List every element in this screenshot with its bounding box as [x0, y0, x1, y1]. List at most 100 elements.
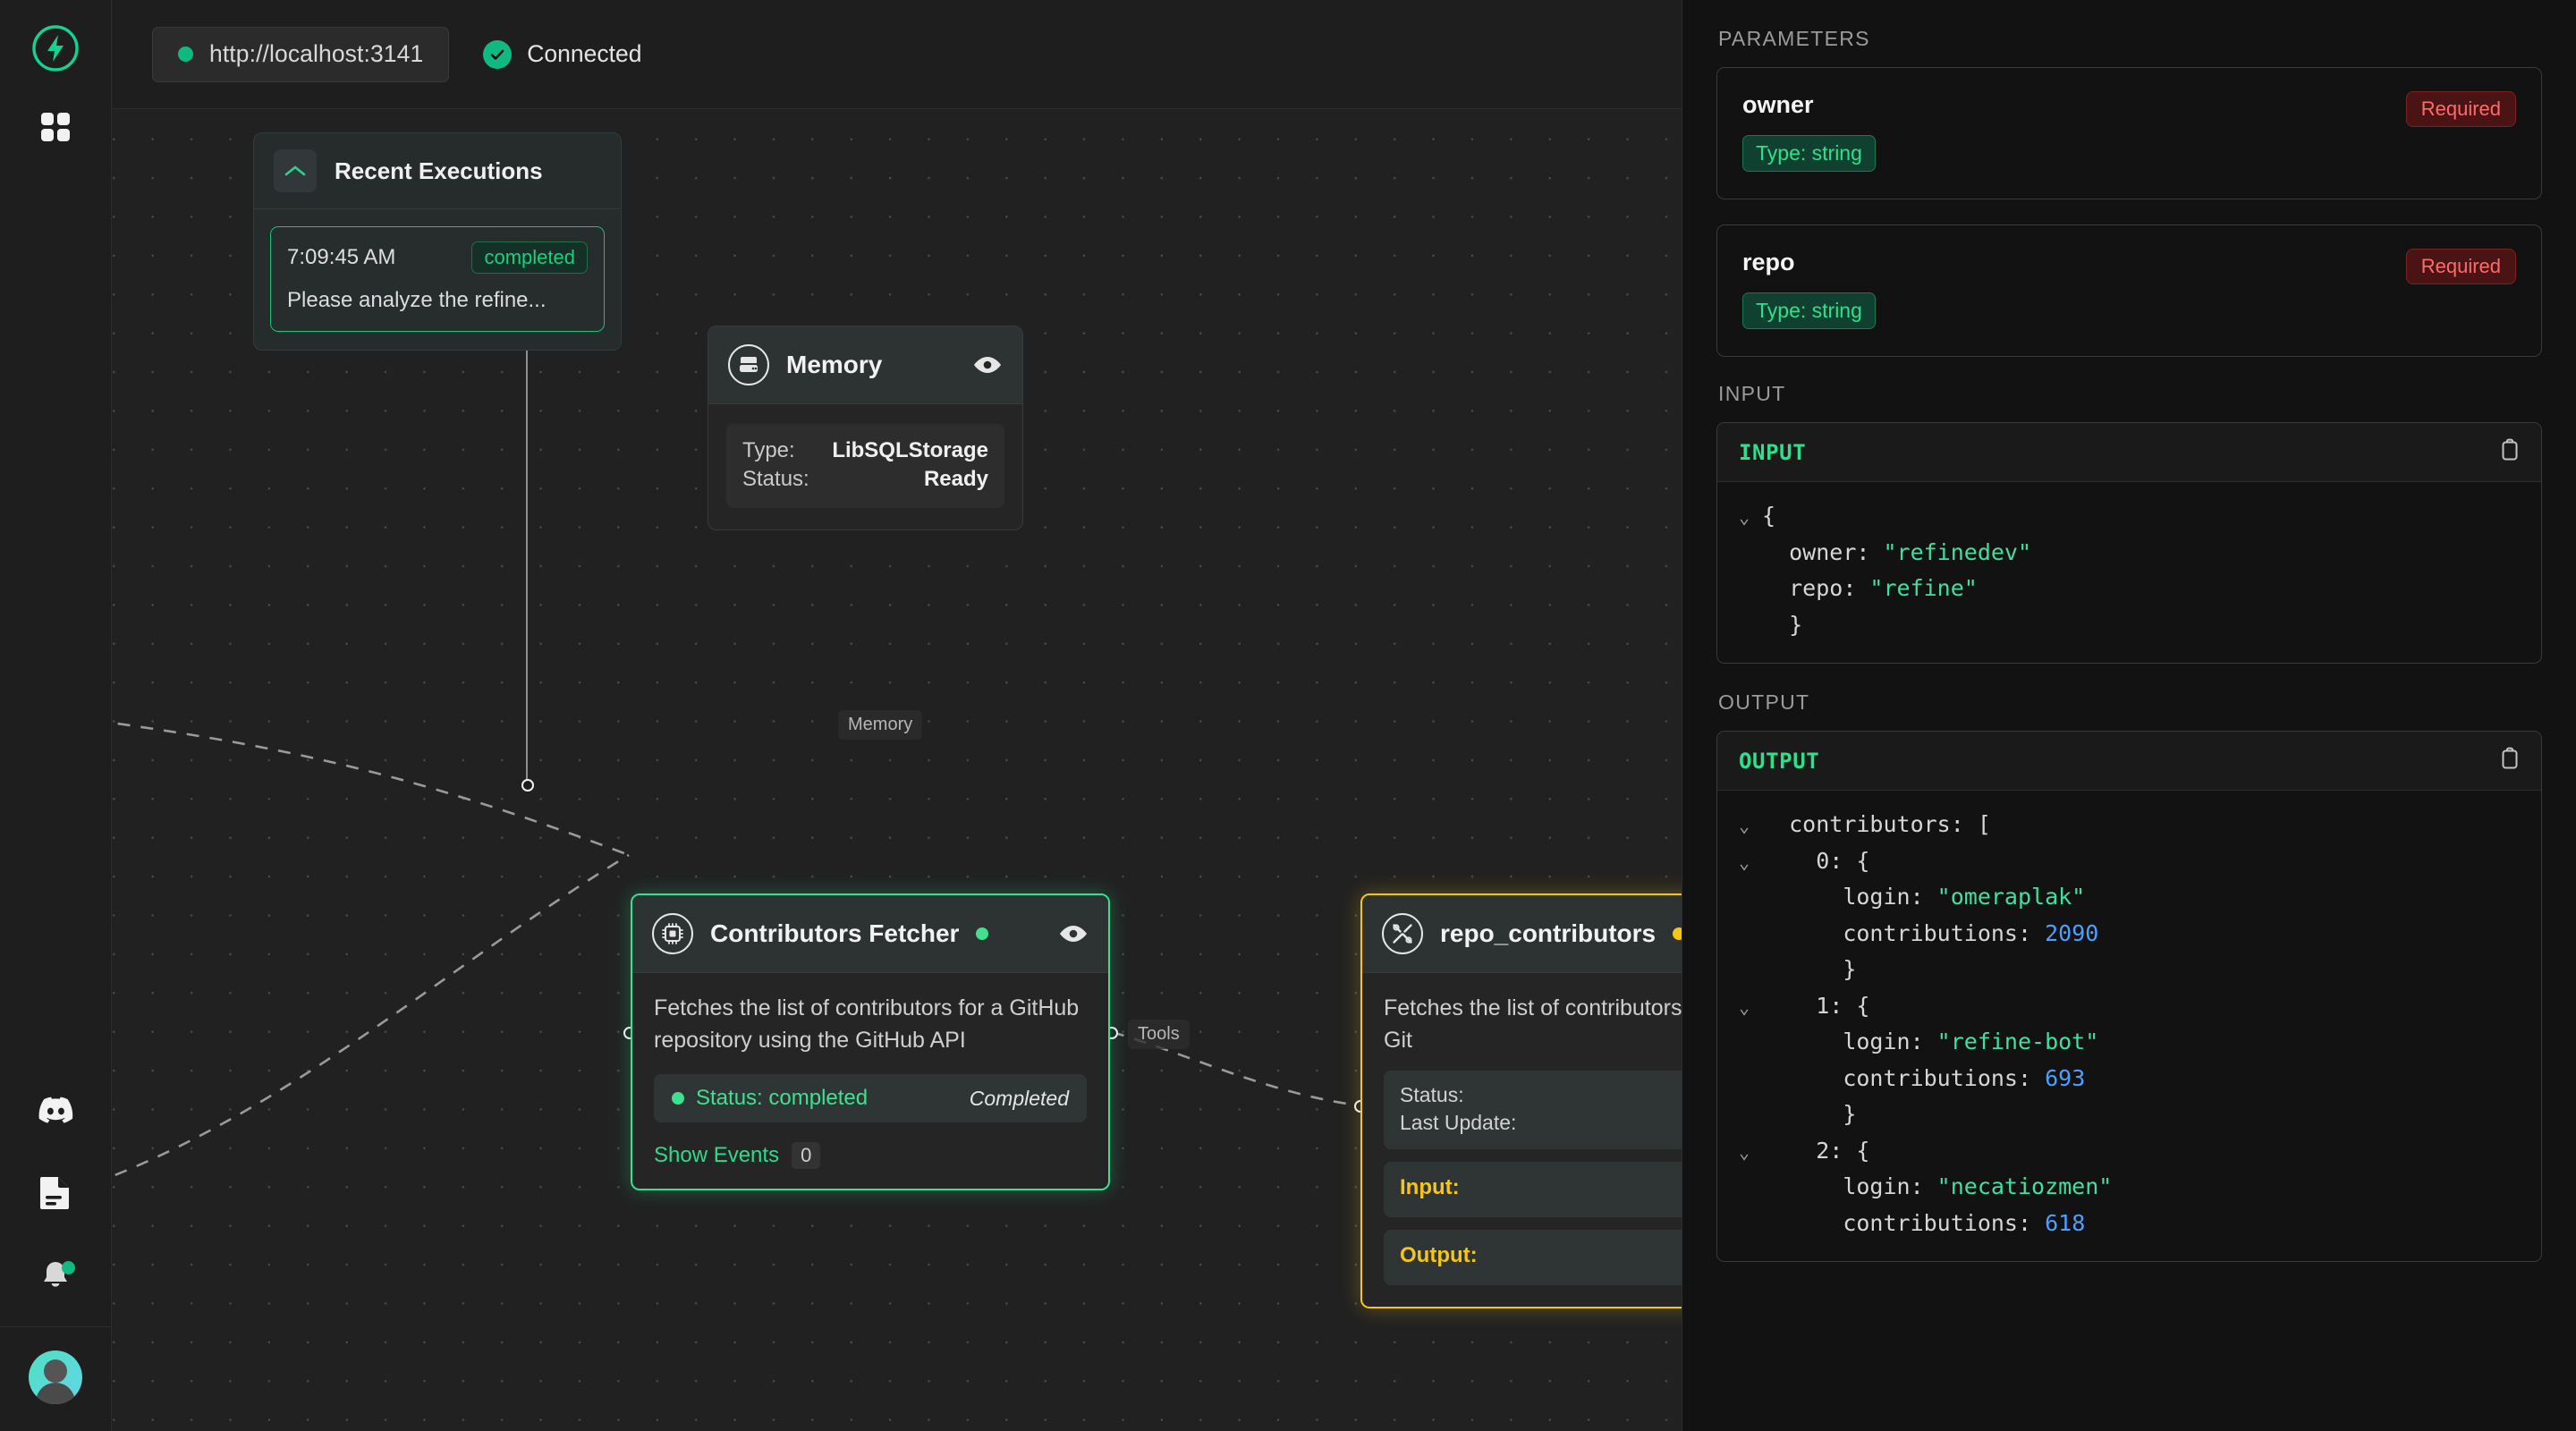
sidebar-item-discord[interactable] — [27, 1081, 84, 1139]
json-value: "omeraplak" — [1936, 884, 2086, 910]
node-tool-row-status: Status: — [1400, 1081, 1682, 1109]
json-line: contributions: 2090 — [1739, 916, 2520, 953]
output-json-block: OUTPUT ⌄ contributors: [⌄ 0: { login: "o… — [1716, 731, 2542, 1262]
json-line: owner: "refinedev" — [1739, 535, 2520, 572]
green-dot-icon — [178, 47, 193, 62]
discord-icon — [37, 1089, 74, 1131]
node-memory-properties: Type: LibSQLStorage Status: Ready — [726, 424, 1004, 508]
check-circle-icon — [483, 39, 513, 69]
json-value: "refine-bot" — [1936, 1029, 2099, 1054]
handle-fetcher-top[interactable] — [521, 779, 534, 792]
node-fetcher-status-strip: Status: completed Completed — [654, 1074, 1087, 1122]
execution-row-top: 7:09:45 AM completed — [287, 241, 588, 274]
rail-divider — [0, 1326, 111, 1327]
json-indent — [1762, 1133, 1816, 1170]
parameter-card-repo: repo Required Type: string — [1716, 224, 2542, 357]
node-memory[interactable]: Memory Type: LibSQLStorage — [708, 326, 1023, 530]
json-indent — [1762, 952, 1843, 988]
json-key: contributions: — [1843, 1209, 2046, 1236]
json-line: } — [1739, 952, 2520, 988]
json-key: login: — [1843, 884, 1937, 910]
show-events-count: 0 — [792, 1142, 821, 1169]
node-tool-body: Fetches the list of contributors for a G… — [1362, 973, 1682, 1307]
user-avatar[interactable] — [29, 1351, 82, 1404]
memory-status-key: Status: — [742, 467, 809, 491]
execution-message: Please analyze the refine... — [287, 288, 547, 312]
memory-status-value: Ready — [923, 467, 988, 491]
node-tool-properties: Status: Last Update: 7 — [1384, 1071, 1682, 1149]
json-token: 2: { — [1816, 1137, 1870, 1164]
required-badge-repo: Required — [2405, 249, 2516, 284]
center-region: http://localhost:3141 Connected — [112, 0, 1682, 1431]
input-json-block: INPUT ⌄{ owner: "refinedev" repo: "refin… — [1716, 422, 2542, 664]
node-fetcher-body: Fetches the list of contributors for a G… — [632, 973, 1108, 1189]
parameter-name-repo: repo — [1742, 249, 1795, 275]
input-json-content: ⌄{ owner: "refinedev" repo: "refine" } — [1717, 482, 2541, 663]
output-json-title: OUTPUT — [1739, 748, 1820, 774]
edge-label-tools: Tools — [1128, 1020, 1190, 1049]
eye-icon[interactable] — [972, 355, 1003, 375]
flow-canvas[interactable]: Memory Tools Recent Executions — [112, 109, 1682, 1431]
sidebar-item-dashboard[interactable] — [27, 100, 84, 157]
json-key: login: — [1843, 1173, 1937, 1199]
recent-executions-header[interactable]: Recent Executions — [254, 133, 621, 209]
memory-type-key: Type: — [742, 438, 795, 462]
notification-badge-dot — [62, 1261, 75, 1274]
tool-last-update-key: Last Update: — [1400, 1111, 1517, 1134]
node-tool-row-last-update: Last Update: 7 — [1400, 1109, 1682, 1137]
type-badge-owner: Type: string — [1742, 135, 1876, 172]
chevron-down-icon[interactable]: ⌄ — [1739, 851, 1750, 873]
top-bar: http://localhost:3141 Connected — [112, 0, 1682, 109]
chevron-up-icon[interactable] — [274, 149, 317, 192]
json-line[interactable]: ⌄ contributors: [ — [1739, 807, 2520, 843]
json-line[interactable]: ⌄{ — [1739, 498, 2520, 535]
eye-icon[interactable] — [1058, 924, 1089, 944]
node-repo-contributors[interactable]: repo_contributors Fetches the list of co… — [1360, 893, 1682, 1308]
chevron-down-icon[interactable]: ⌄ — [1739, 995, 1750, 1018]
copy-icon[interactable] — [2500, 747, 2520, 775]
json-token: } — [1843, 1101, 1857, 1127]
json-line: login: "omeraplak" — [1739, 879, 2520, 916]
json-line[interactable]: ⌄ 1: { — [1739, 988, 2520, 1025]
json-key: login: — [1843, 1029, 1937, 1054]
sidebar-item-docs[interactable] — [27, 1165, 84, 1223]
show-events-button[interactable]: Show Events 0 — [654, 1142, 1087, 1169]
parameters-section-label: PARAMETERS — [1718, 27, 1870, 50]
json-line[interactable]: ⌄ 0: { — [1739, 843, 2520, 880]
lightning-bolt-logo[interactable] — [30, 23, 80, 73]
chevron-down-icon[interactable]: ⌄ — [1739, 506, 1750, 528]
node-fetcher-status-right: Completed — [969, 1086, 1069, 1110]
tool-status-key: Status: — [1400, 1083, 1464, 1106]
json-indent — [1762, 607, 1789, 644]
server-url-field[interactable]: http://localhost:3141 — [152, 26, 450, 82]
copy-icon[interactable] — [2500, 438, 2520, 466]
node-fetcher-state-dot — [976, 927, 989, 940]
output-json-content: ⌄ contributors: [⌄ 0: { login: "omerapla… — [1717, 791, 2541, 1261]
json-indent — [1762, 1024, 1843, 1061]
json-indent — [1762, 807, 1789, 843]
node-tool-input-section: Input: — [1384, 1162, 1682, 1217]
json-key: owner: — [1789, 538, 1884, 565]
json-value: 2090 — [2045, 919, 2099, 946]
chevron-down-icon[interactable]: ⌄ — [1739, 1140, 1750, 1163]
json-line: } — [1739, 607, 2520, 644]
json-token: contributors: [ — [1789, 811, 1991, 837]
node-memory-row-type: Type: LibSQLStorage — [742, 436, 988, 465]
execution-list-item[interactable]: 7:09:45 AM completed Please analyze the … — [270, 226, 605, 332]
json-line[interactable]: ⌄ 2: { — [1739, 1133, 2520, 1170]
json-key: contributions: — [1843, 919, 2046, 946]
parameter-name-owner: owner — [1742, 91, 1814, 118]
left-rail — [0, 0, 112, 1431]
memory-type-value: LibSQLStorage — [832, 438, 988, 462]
json-indent — [1762, 1206, 1843, 1242]
json-value: "refine" — [1869, 575, 1978, 601]
json-indent — [1762, 1061, 1843, 1097]
chevron-down-icon[interactable]: ⌄ — [1739, 815, 1750, 836]
node-tool-state-dot — [1673, 927, 1682, 940]
recent-executions-body: 7:09:45 AM completed Please analyze the … — [254, 209, 621, 350]
json-indent — [1762, 1169, 1843, 1206]
sidebar-item-notifications[interactable] — [27, 1249, 84, 1307]
node-contributors-fetcher[interactable]: Contributors Fetcher Fetches the list of… — [631, 893, 1110, 1190]
json-line: contributions: 693 — [1739, 1061, 2520, 1097]
